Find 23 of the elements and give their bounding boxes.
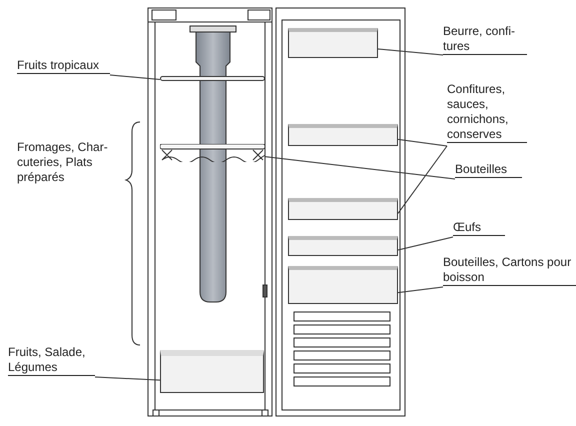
leader-line [94,376,160,381]
door-balcony [288,236,398,256]
leader-line [398,146,448,214]
bottle-rack [160,144,265,162]
callout-text: Bouteilles [455,162,522,178]
glass-shelf [160,76,265,81]
callout-text: Fruits, Salade, Légumes [8,345,95,376]
shelf-label: Fromages, Char- cuteries, Plats préparés [17,140,109,185]
callout-text: Bouteilles, Cartons pour boisson [443,255,576,286]
door-balcony [288,124,398,146]
callout-text: Fruits tropicaux [17,58,110,74]
callout-text: Beurre, confi- tures [443,24,527,55]
leader-line [398,286,444,294]
leader-line [398,138,448,146]
leader-line [110,74,160,80]
butter-compartment [288,28,378,58]
door-balcony [288,198,398,220]
leader-line [378,48,444,56]
callout-text: Œufs [453,220,505,236]
crisper-drawer [160,350,264,393]
callout-text: Confitures, sauces, cornichons, conserves [447,82,527,143]
door-balcony [288,266,398,304]
leader-line [264,156,456,180]
